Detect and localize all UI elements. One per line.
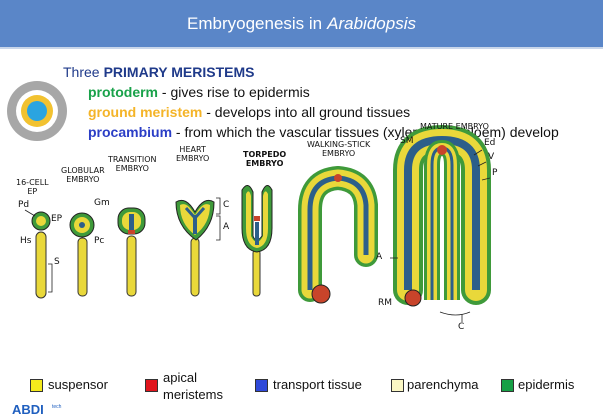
label-a: A [223,222,230,232]
legend-swatch-suspensor [30,379,43,392]
meristem-desc: - develops into all ground tissues [202,104,411,120]
label-rm: RM [378,298,393,308]
heading-prefix: Three [63,64,100,80]
legend-swatch-apical [145,379,158,392]
meristem-term: protoderm [88,84,158,100]
stage-label-mature: MATURE EMBRYO [420,122,489,131]
label-p: P [492,168,498,178]
label-gm: Gm [94,198,110,208]
legend-swatch-epidermis [501,379,514,392]
brand-logo-sub: tech [52,404,62,410]
label-ed: Ed [484,138,496,148]
stage-label-transition: TRANSITION EMBRYO [108,155,157,173]
heading-bold: PRIMARY MERISTEMS [103,64,255,80]
meristem-desc: - gives rise to epidermis [158,84,310,100]
label-pd: Pd [18,200,30,210]
legend-label-parenchyma: parenchyma [407,377,479,392]
meristem-term: ground meristem [88,104,203,120]
label-pc: Pc [94,236,105,246]
legend-swatch-parenchyma [391,379,404,392]
stage-label-globular: GLOBULAR EMBRYO [61,166,105,184]
meristem-ground: ground meristem - develops into all grou… [88,104,410,120]
embryo-transition [117,207,146,297]
legend-label-apical: apical meristems [163,370,223,402]
label-a-mature: A [376,252,383,262]
embryo-globular [69,212,95,297]
meristem-term: procambium [88,124,173,140]
label-sm: SM [400,136,414,146]
legend-label-suspensor: suspensor [48,377,108,392]
label-s: S [54,257,60,267]
embryo-torpedo [241,185,273,297]
title-divider [0,47,603,49]
legend-label-epidermis: epidermis [518,377,575,392]
legend-swatch-transport [255,379,268,392]
stage-label-16-cell: 16-CELL EP [16,178,49,196]
tissue-legend: suspensor apical meristems transport tis… [0,370,603,410]
stage-label-heart: HEART EMBRYO [176,145,210,163]
embryo-16-cell [24,209,53,299]
embryo-heart [175,197,221,297]
stage-label-walking-stick: WALKING-STICK EMBRYO [307,140,371,158]
legend-label-transport: transport tissue [273,377,362,392]
stage-label-torpedo: TORPEDO EMBRYO [243,150,287,168]
title-italic: Arabidopsis [327,13,416,33]
label-ep: EP [51,214,63,224]
meristem-rings-icon [7,81,67,141]
label-c: C [223,200,230,210]
label-c-mature: C [458,322,465,332]
slide-title: Embryogenesis in Arabidopsis [0,0,603,47]
meristem-protoderm: protoderm - gives rise to epidermis [88,84,310,100]
title-text: Embryogenesis in [187,13,323,33]
label-v: V [488,152,495,162]
label-hs: Hs [20,236,32,246]
embryo-mature [390,124,491,322]
embryo-walking-stick [298,165,378,304]
